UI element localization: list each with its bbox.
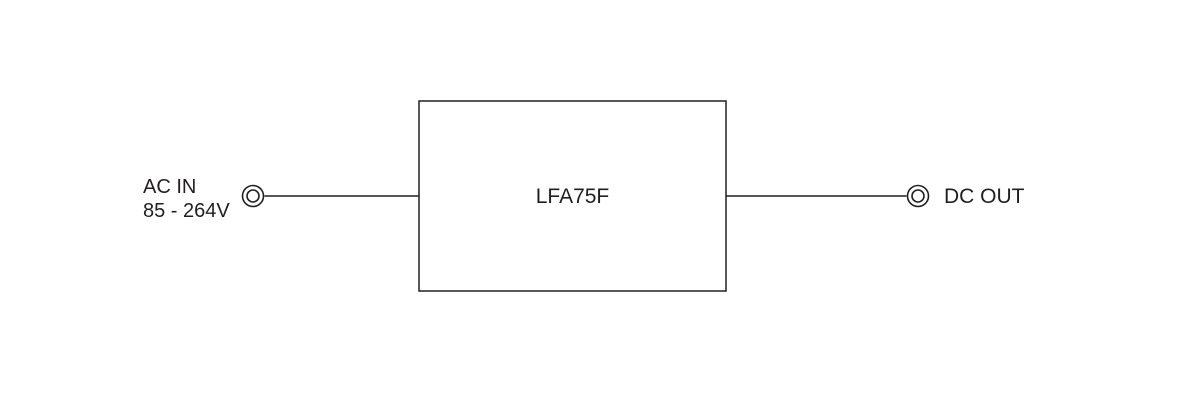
dc-out-terminal-outer-ring (906, 184, 930, 208)
ac-in-terminal-outer-ring (241, 184, 265, 208)
ac-in-label: AC IN (143, 176, 196, 198)
dc-out-terminal-inner-ring (911, 189, 925, 203)
module-label: LFA75F (536, 185, 610, 208)
ac-in-terminal-inner-ring (246, 189, 260, 203)
ac-in-terminal-icon (241, 184, 265, 208)
ac-in-voltage-label: 85 - 264V (143, 200, 230, 222)
dc-out-label: DC OUT (944, 185, 1025, 208)
dc-out-terminal-icon (906, 184, 930, 208)
